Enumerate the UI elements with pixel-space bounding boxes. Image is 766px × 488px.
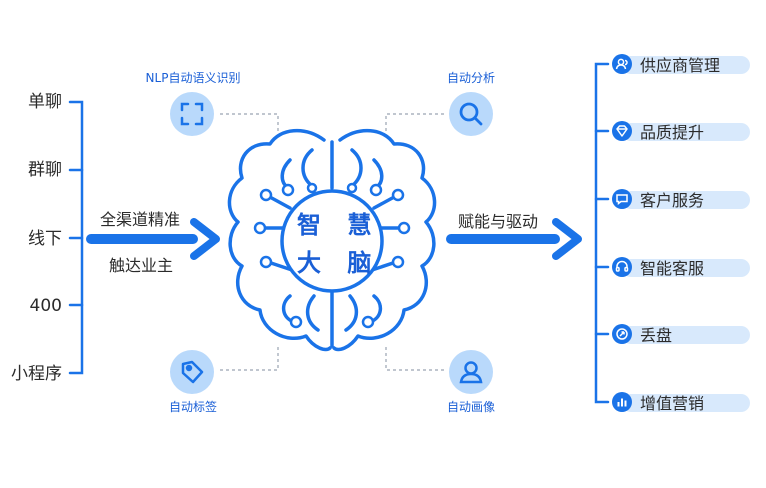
chat-bubble-icon	[612, 189, 632, 209]
service-pill	[622, 56, 750, 74]
service-label: 供应商管理	[640, 56, 721, 75]
people-icon	[612, 54, 632, 74]
target-icon	[612, 324, 632, 344]
brain-text-line-2: 大 脑	[297, 249, 381, 277]
feature-label-nlp: NLP自动语义识别	[145, 71, 241, 85]
feature-label-analysis: 自动分析	[446, 71, 496, 85]
left-arrow-text-2: 触达业主	[109, 256, 174, 275]
diamond-icon	[612, 121, 632, 141]
service-pill	[622, 123, 750, 141]
right-bracket	[594, 62, 610, 404]
feature-label-profile: 自动画像	[446, 400, 496, 414]
channel-mini-program: 小程序	[11, 364, 62, 384]
service-pill	[622, 191, 750, 209]
brain-center-circle	[280, 189, 384, 293]
brain-text-line-1: 智 慧	[297, 211, 381, 239]
service-pill	[622, 394, 750, 412]
service-label: 品质提升	[640, 123, 705, 142]
feature-label-tagging: 自动标签	[168, 400, 218, 414]
service-label: 客户服务	[640, 191, 705, 210]
headset-icon	[612, 257, 632, 277]
channel-single-chat: 单聊	[28, 92, 62, 112]
search-icon	[449, 92, 493, 136]
tag-icon	[170, 350, 214, 394]
bar-chart-icon	[612, 392, 632, 412]
dashed-connectors	[220, 113, 444, 371]
brain-nodes	[253, 182, 411, 329]
service-quality-improvement: 品质提升	[612, 120, 750, 142]
service-label: 丢盘	[640, 326, 673, 345]
service-customer-service: 客户服务	[612, 188, 750, 210]
channel-offline: 线下	[28, 229, 62, 249]
service-value-added-marketing: 增值营销	[612, 391, 750, 413]
left-bracket	[68, 100, 84, 375]
right-arrow	[446, 218, 582, 260]
scan-frame-icon	[170, 92, 214, 136]
service-pill	[622, 259, 750, 277]
left-arrow	[86, 218, 220, 260]
channel-group-chat: 群聊	[28, 160, 62, 180]
service-label: 智能客服	[640, 259, 705, 278]
service-supplier-management: 供应商管理	[612, 53, 750, 75]
service-lost-deal: 丢盘	[612, 323, 750, 345]
service-label: 增值营销	[640, 394, 705, 413]
right-arrow-text: 赋能与驱动	[458, 212, 539, 231]
service-smart-customer-service: 智能客服	[612, 256, 750, 278]
service-pill	[622, 326, 750, 344]
channel-400: 400	[29, 296, 62, 316]
left-arrow-text-1: 全渠道精准	[100, 210, 181, 229]
user-profile-icon	[449, 350, 493, 394]
